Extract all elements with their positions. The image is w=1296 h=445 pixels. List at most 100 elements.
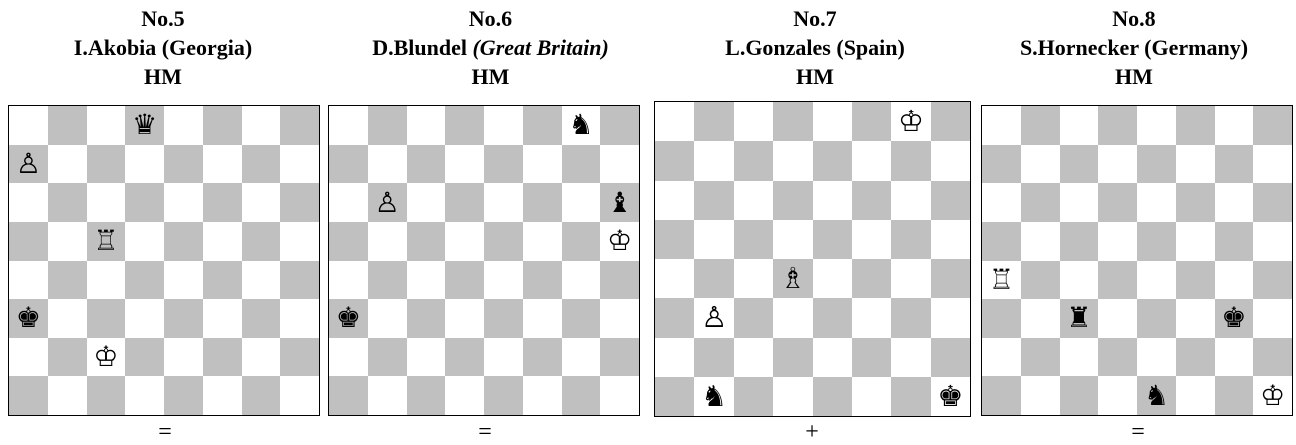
square-g4 <box>891 259 930 298</box>
square-b1 <box>368 376 407 415</box>
square-d8 <box>773 102 812 141</box>
square-a8 <box>655 102 694 141</box>
square-g3 <box>562 299 601 338</box>
square-f6 <box>1176 183 1215 222</box>
square-h7 <box>1253 145 1292 184</box>
square-b4 <box>694 259 733 298</box>
square-g6 <box>562 183 601 222</box>
square-h6 <box>280 183 319 222</box>
square-e6 <box>1137 183 1176 222</box>
square-c5 <box>734 220 773 259</box>
square-f4 <box>852 259 891 298</box>
black-king-icon: ♚ <box>336 304 361 332</box>
square-f6 <box>523 183 562 222</box>
square-h2 <box>600 338 639 377</box>
square-d1 <box>773 377 812 416</box>
square-d1 <box>445 376 484 415</box>
square-g1 <box>242 376 281 415</box>
square-b6 <box>1021 183 1060 222</box>
problem-header-6: No.6 D.Blundel (Great Britain) HM <box>323 4 658 91</box>
square-h4 <box>931 259 970 298</box>
square-b7 <box>48 145 87 184</box>
square-h5: ♔ <box>600 222 639 261</box>
square-c8 <box>1060 106 1099 145</box>
square-e7 <box>164 145 203 184</box>
square-a6 <box>655 181 694 220</box>
square-a8 <box>982 106 1021 145</box>
square-b2 <box>368 338 407 377</box>
square-d8: ♛ <box>125 106 164 145</box>
square-a7 <box>982 145 1021 184</box>
square-g3 <box>891 298 930 337</box>
square-b6: ♙ <box>368 183 407 222</box>
square-d2 <box>1098 338 1137 377</box>
square-a3 <box>655 298 694 337</box>
square-f7 <box>852 141 891 180</box>
square-f8 <box>852 102 891 141</box>
square-a3 <box>982 299 1021 338</box>
square-f4 <box>1176 261 1215 300</box>
square-e1: ♞ <box>1137 376 1176 415</box>
square-c5 <box>1060 222 1099 261</box>
white-pawn-icon: ♙ <box>375 189 400 217</box>
problem-award: HM <box>323 62 658 91</box>
problem-number: No.7 <box>660 4 970 33</box>
problem-number: No.5 <box>8 4 318 33</box>
square-f8 <box>1176 106 1215 145</box>
square-a1 <box>329 376 368 415</box>
square-h8 <box>1253 106 1292 145</box>
square-c6 <box>734 181 773 220</box>
square-d2 <box>125 338 164 377</box>
square-h4 <box>280 261 319 300</box>
square-g2 <box>562 338 601 377</box>
square-g6 <box>1215 183 1254 222</box>
square-h2 <box>280 338 319 377</box>
square-d6 <box>1098 183 1137 222</box>
square-h5 <box>931 220 970 259</box>
square-c7 <box>734 141 773 180</box>
square-f1 <box>1176 376 1215 415</box>
square-c6 <box>407 183 446 222</box>
square-a2 <box>9 338 48 377</box>
square-b5 <box>48 222 87 261</box>
square-a5 <box>329 222 368 261</box>
square-f7 <box>203 145 242 184</box>
square-h4 <box>600 261 639 300</box>
square-h6: ♝ <box>600 183 639 222</box>
chessboard-8: ♖♜♚♞♔ <box>981 105 1293 416</box>
square-b3 <box>368 299 407 338</box>
square-f5 <box>1176 222 1215 261</box>
square-g7 <box>1215 145 1254 184</box>
square-e4 <box>1137 261 1176 300</box>
square-g6 <box>891 181 930 220</box>
square-f3 <box>1176 299 1215 338</box>
square-d7 <box>1098 145 1137 184</box>
square-c8 <box>87 106 126 145</box>
square-h1: ♔ <box>1253 376 1292 415</box>
black-king-icon: ♚ <box>16 304 41 332</box>
square-c3 <box>407 299 446 338</box>
square-e4 <box>484 261 523 300</box>
square-b2 <box>694 338 733 377</box>
result-6: = <box>470 420 500 444</box>
square-c7 <box>1060 145 1099 184</box>
square-e7 <box>813 141 852 180</box>
square-h3 <box>280 299 319 338</box>
square-f1 <box>523 376 562 415</box>
square-f4 <box>523 261 562 300</box>
square-g4 <box>562 261 601 300</box>
result-8: = <box>1123 420 1153 444</box>
square-b3 <box>48 299 87 338</box>
square-f5 <box>852 220 891 259</box>
square-h3 <box>600 299 639 338</box>
square-c8 <box>407 106 446 145</box>
square-g3: ♚ <box>1215 299 1254 338</box>
square-d4 <box>445 261 484 300</box>
square-f2 <box>203 338 242 377</box>
problem-number: No.6 <box>323 4 658 33</box>
square-h7 <box>931 141 970 180</box>
square-a8 <box>329 106 368 145</box>
square-d8 <box>445 106 484 145</box>
square-f6 <box>203 183 242 222</box>
square-d2 <box>773 338 812 377</box>
